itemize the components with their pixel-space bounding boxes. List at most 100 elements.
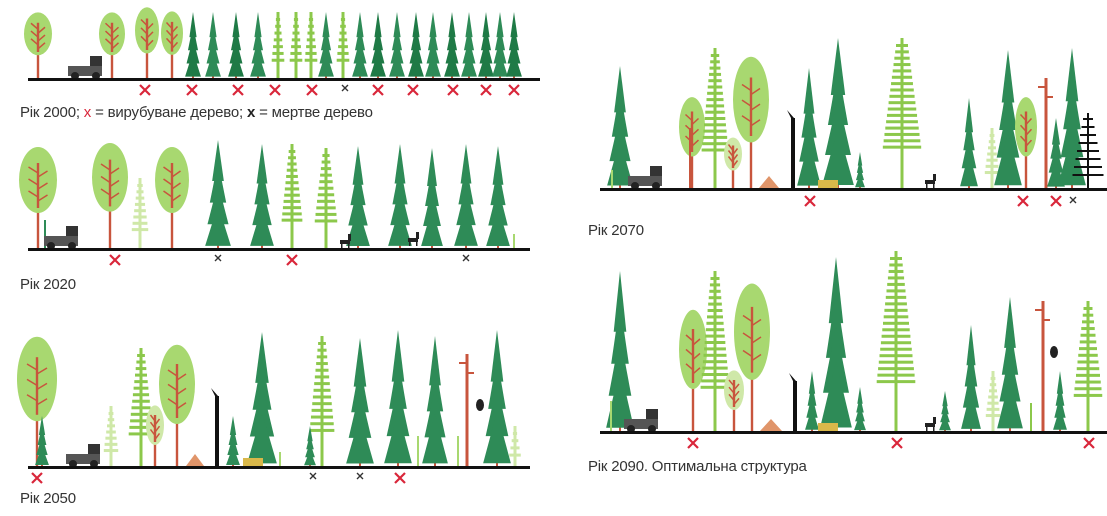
deciduous-tree-icon [99, 12, 125, 78]
sapling-icon [1030, 403, 1032, 431]
sapling-icon [611, 170, 613, 188]
fir-icon [103, 406, 119, 466]
dead-mark-icon [356, 472, 364, 480]
spruce-icon [854, 387, 866, 431]
deciduous-tree-icon [733, 56, 769, 188]
deer-icon [925, 417, 936, 431]
soil-mound-icon [186, 454, 204, 466]
dead-tree-icon [789, 373, 797, 431]
fir-icon [336, 12, 350, 78]
spruce-icon [228, 12, 244, 78]
spruce-icon [454, 144, 478, 248]
sapling-icon [610, 401, 612, 431]
spruce-icon [421, 148, 443, 248]
soil-mound-icon [759, 176, 779, 188]
ground-line [600, 431, 1107, 434]
spruce-icon [304, 426, 316, 466]
spruce-icon [855, 152, 865, 188]
cut-mark-icon [804, 195, 816, 207]
sapling-icon [457, 436, 459, 466]
cut-mark-icon [232, 84, 244, 96]
ground-line [600, 188, 1107, 191]
spruce-icon [960, 98, 978, 188]
spruce-icon [961, 325, 981, 431]
fir-icon [281, 144, 303, 248]
cut-mark-icon [447, 84, 459, 96]
bird-icon [1050, 346, 1058, 358]
spruce-icon [486, 146, 510, 248]
spruce-icon [478, 12, 494, 78]
legend-year: Рік 2000; [20, 104, 80, 121]
spruce-icon [820, 257, 852, 431]
fir-icon [984, 128, 1000, 188]
sapling-icon [44, 220, 46, 248]
spruce-icon [994, 50, 1022, 188]
dead-mark-icon [1069, 196, 1077, 204]
fir-icon [314, 148, 338, 248]
ground-line [28, 248, 530, 251]
deciduous-tree-icon [92, 142, 128, 248]
spruce-icon [461, 12, 477, 78]
spruce-icon [250, 12, 266, 78]
deciduous-tree-icon [135, 7, 159, 78]
fir-icon [700, 271, 730, 431]
ground-line [28, 466, 530, 469]
caption-2090: Рік 2090. Оптимальна структура [588, 458, 807, 475]
log-pile-icon [818, 423, 838, 431]
spruce-icon [226, 416, 240, 466]
harvester-icon [628, 166, 662, 190]
deciduous-tree-icon [724, 370, 744, 431]
fir-icon [985, 371, 1001, 431]
deer-icon [925, 174, 936, 188]
spruce-icon [492, 12, 508, 78]
deer-icon [408, 232, 419, 246]
spruce-icon [318, 12, 334, 78]
harvester-icon [68, 56, 102, 80]
dead-snag-icon [1038, 78, 1053, 188]
deciduous-tree-icon [159, 344, 195, 466]
spruce-icon [997, 297, 1023, 431]
spruce-icon [606, 271, 634, 431]
deciduous-tree-icon [1015, 97, 1037, 188]
deciduous-tree-icon [679, 97, 705, 188]
spruce-icon [408, 12, 424, 78]
cut-mark-icon [109, 254, 121, 266]
cut-mark-icon [31, 472, 43, 484]
cut-mark-icon [1050, 195, 1062, 207]
fir-icon [289, 12, 303, 78]
fir-icon [509, 426, 521, 466]
spruce-icon [506, 12, 522, 78]
spruce-icon [483, 330, 511, 466]
dead-spruce-icon [1072, 113, 1104, 188]
dead-mark-icon [462, 254, 470, 262]
spruce-icon [822, 38, 854, 188]
spruce-icon [346, 146, 370, 248]
cut-legend-text: = вирубуване дерево; [95, 104, 243, 121]
spruce-icon [444, 12, 460, 78]
dead-mark-icon [309, 472, 317, 480]
deciduous-tree-icon [679, 309, 707, 431]
spruce-icon [389, 12, 405, 78]
fir-icon [876, 251, 916, 431]
caption-2070: Рік 2070 [588, 222, 644, 239]
fir-icon [309, 336, 335, 466]
caption-2050: Рік 2050 [20, 490, 76, 507]
spruce-icon [797, 68, 821, 188]
spruce-icon [1058, 48, 1086, 188]
spruce-icon [1053, 371, 1067, 431]
deciduous-tree-icon [724, 137, 742, 188]
dead-tree-icon [787, 110, 795, 188]
cut-mark-icon [1083, 437, 1095, 449]
cut-mark-icon [394, 472, 406, 484]
cut-mark-icon [139, 84, 151, 96]
deciduous-tree-icon [155, 147, 189, 248]
cut-mark-icon [186, 84, 198, 96]
ground-line [28, 78, 540, 81]
cut-mark-legend: x [83, 104, 92, 121]
spruce-icon [35, 416, 49, 466]
dead-snag-icon [1035, 301, 1050, 431]
cut-mark-icon [306, 84, 318, 96]
deer-icon [340, 234, 351, 248]
spruce-icon [425, 12, 441, 78]
